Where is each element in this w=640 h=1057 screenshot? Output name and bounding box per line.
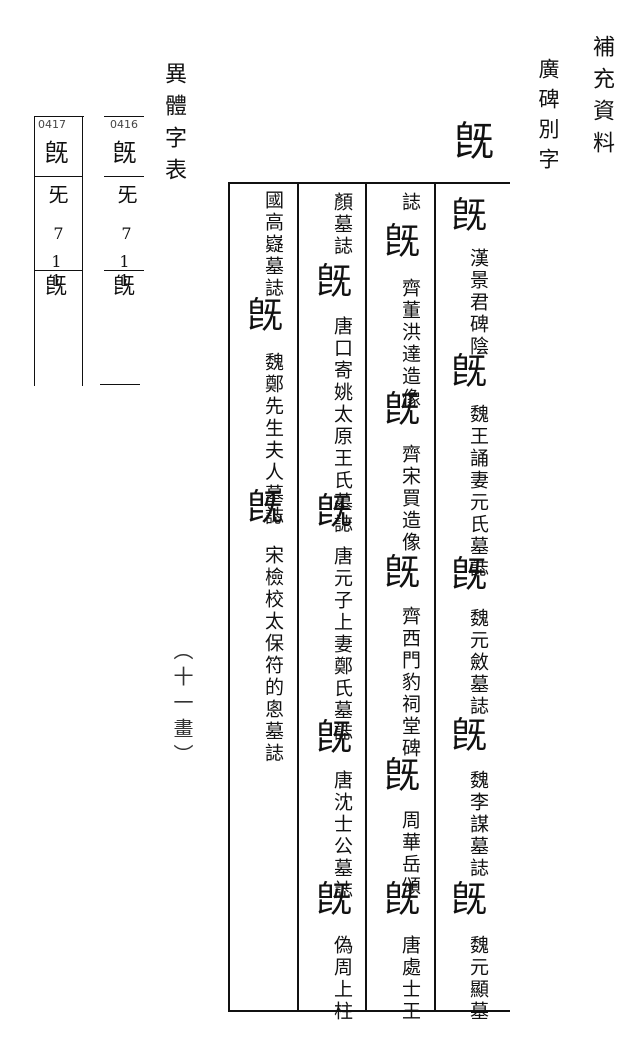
variant-char: 旣 bbox=[445, 880, 486, 916]
side-table-cell: 旡 bbox=[114, 184, 138, 204]
side-table-rule bbox=[34, 116, 35, 386]
title-variant-table: 異體字表 bbox=[161, 62, 186, 190]
side-table-cell: 7 bbox=[117, 224, 136, 243]
variant-char: 旣 bbox=[445, 352, 486, 388]
source-text: 國高嶷墓誌 bbox=[262, 190, 284, 300]
table-top-rule bbox=[228, 182, 510, 184]
side-table-cell: 旣 bbox=[40, 140, 68, 164]
source-text: 周華岳頌 bbox=[399, 810, 421, 898]
source-text: 魏鄭先生夫人墓誌 bbox=[262, 352, 284, 528]
variant-char: 旣 bbox=[378, 880, 419, 916]
source-text: 齊董洪達造像 bbox=[399, 278, 421, 410]
source-text: 唐沈士公墓誌 bbox=[331, 770, 353, 902]
side-table-cell: 11 bbox=[115, 252, 134, 290]
variant-char: 旣 bbox=[445, 716, 486, 752]
source-text: 顏墓誌 bbox=[331, 192, 353, 258]
variant-char: 旣 bbox=[241, 296, 282, 332]
source-text: 唐處士王 bbox=[399, 935, 421, 1023]
variant-char: 旣 bbox=[310, 262, 351, 298]
side-table-rule bbox=[34, 270, 83, 271]
page-stroke-marker: （十一畫） bbox=[170, 640, 194, 770]
source-text: 魏元斂墓誌 bbox=[467, 608, 489, 718]
source-text: 齊西門豹祠堂碑 bbox=[399, 606, 421, 760]
side-table-cell: 旡 bbox=[45, 184, 69, 204]
source-text: 唐口寄姚太原王氏墓誌 bbox=[331, 316, 353, 536]
side-table-cell: 旣 bbox=[41, 274, 66, 296]
variant-char: 旣 bbox=[378, 222, 419, 258]
table-bottom-rule bbox=[228, 1010, 510, 1012]
variant-char: 旣 bbox=[378, 553, 419, 589]
variant-char: 旣 bbox=[378, 756, 419, 792]
headword-char: 旣 bbox=[447, 120, 493, 160]
source-text: 宋檢校太保符的悤墓誌 bbox=[262, 545, 284, 765]
side-table-cell: 7 bbox=[49, 224, 68, 243]
side-table-rule bbox=[82, 116, 83, 386]
variant-char: 旣 bbox=[310, 492, 351, 528]
side-table-rule bbox=[104, 116, 144, 117]
table-divider-2 bbox=[365, 184, 367, 1010]
table-divider-3 bbox=[297, 184, 299, 1010]
source-text: 誌 bbox=[399, 192, 421, 214]
source-text: 魏李謀墓誌 bbox=[467, 770, 489, 880]
side-table-rule bbox=[34, 176, 83, 177]
variant-char: 旣 bbox=[310, 718, 351, 754]
source-text: 唐元子上妻鄭氏墓誌 bbox=[331, 546, 353, 744]
table-divider-1 bbox=[434, 184, 436, 1010]
title-supplementary: 補充資料 bbox=[589, 35, 614, 163]
side-table-rule bbox=[34, 116, 84, 117]
side-table-rule bbox=[100, 384, 140, 385]
variant-char: 旣 bbox=[241, 488, 282, 524]
source-text: 魏王誦妻元氏墓誌 bbox=[467, 404, 489, 580]
table-divider-4 bbox=[228, 184, 230, 1010]
source-text: 偽周上柱 bbox=[331, 935, 353, 1023]
variant-char: 旣 bbox=[378, 390, 419, 426]
side-table-cell: 11 bbox=[47, 252, 66, 290]
source-text: 漢景君碑陰 bbox=[467, 248, 489, 358]
variant-char: 旣 bbox=[445, 555, 486, 591]
source-text: 齊宋買造像 bbox=[399, 444, 421, 554]
variant-char: 旣 bbox=[310, 880, 351, 916]
side-table-rule bbox=[104, 270, 144, 271]
source-text: 魏元顯墓 bbox=[467, 935, 489, 1023]
side-table-cell: 旣 bbox=[108, 140, 136, 164]
side-table-label: 0416 bbox=[110, 118, 138, 131]
variant-char: 旣 bbox=[445, 196, 486, 232]
side-table-cell: 旣 bbox=[109, 274, 134, 296]
title-source-book: 廣碑別字 bbox=[536, 58, 560, 178]
side-table-label: 0417 bbox=[38, 118, 66, 131]
side-table-rule bbox=[104, 176, 144, 177]
